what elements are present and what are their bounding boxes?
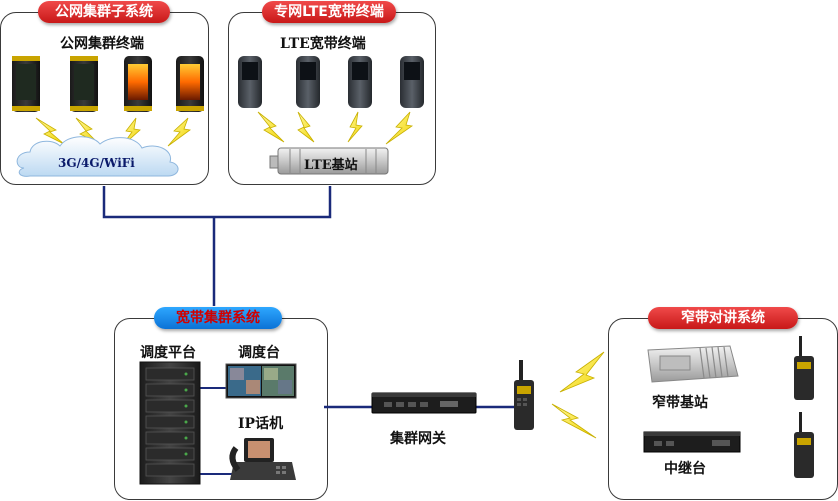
- top-link: [102, 186, 332, 219]
- broadband-trunking-badge: 宽带集群系统: [154, 307, 282, 329]
- narrowband-base-station-label: 窄带基站: [652, 395, 708, 411]
- public-terminals-label: 公网集群终端: [60, 36, 144, 52]
- ip-phone-label: IP话机: [238, 416, 284, 432]
- gateway-label: 集群网关: [390, 431, 446, 447]
- trunk-gateway-icon: [371, 392, 477, 414]
- narrowband-signal-bolts: [551, 351, 605, 439]
- repeater-label: 中继台: [664, 461, 706, 477]
- public-network-badge: 公网集群子系统: [38, 1, 170, 23]
- walkie-talkie-icon: [514, 360, 534, 430]
- dispatch-console-label: 调度台: [238, 345, 280, 361]
- private-lte-badge: 专网LTE宽带终端: [262, 1, 396, 23]
- cloud-label: 3G/4G/WiFi: [58, 156, 135, 170]
- lte-base-station-label: LTE基站: [304, 158, 358, 173]
- lte-terminals-label: LTE宽带终端: [280, 36, 366, 52]
- narrowband-talkback-badge: 窄带对讲系统: [648, 307, 798, 329]
- narrowband-talkback-panel: [608, 318, 838, 500]
- dispatch-platform-label: 调度平台: [140, 345, 196, 361]
